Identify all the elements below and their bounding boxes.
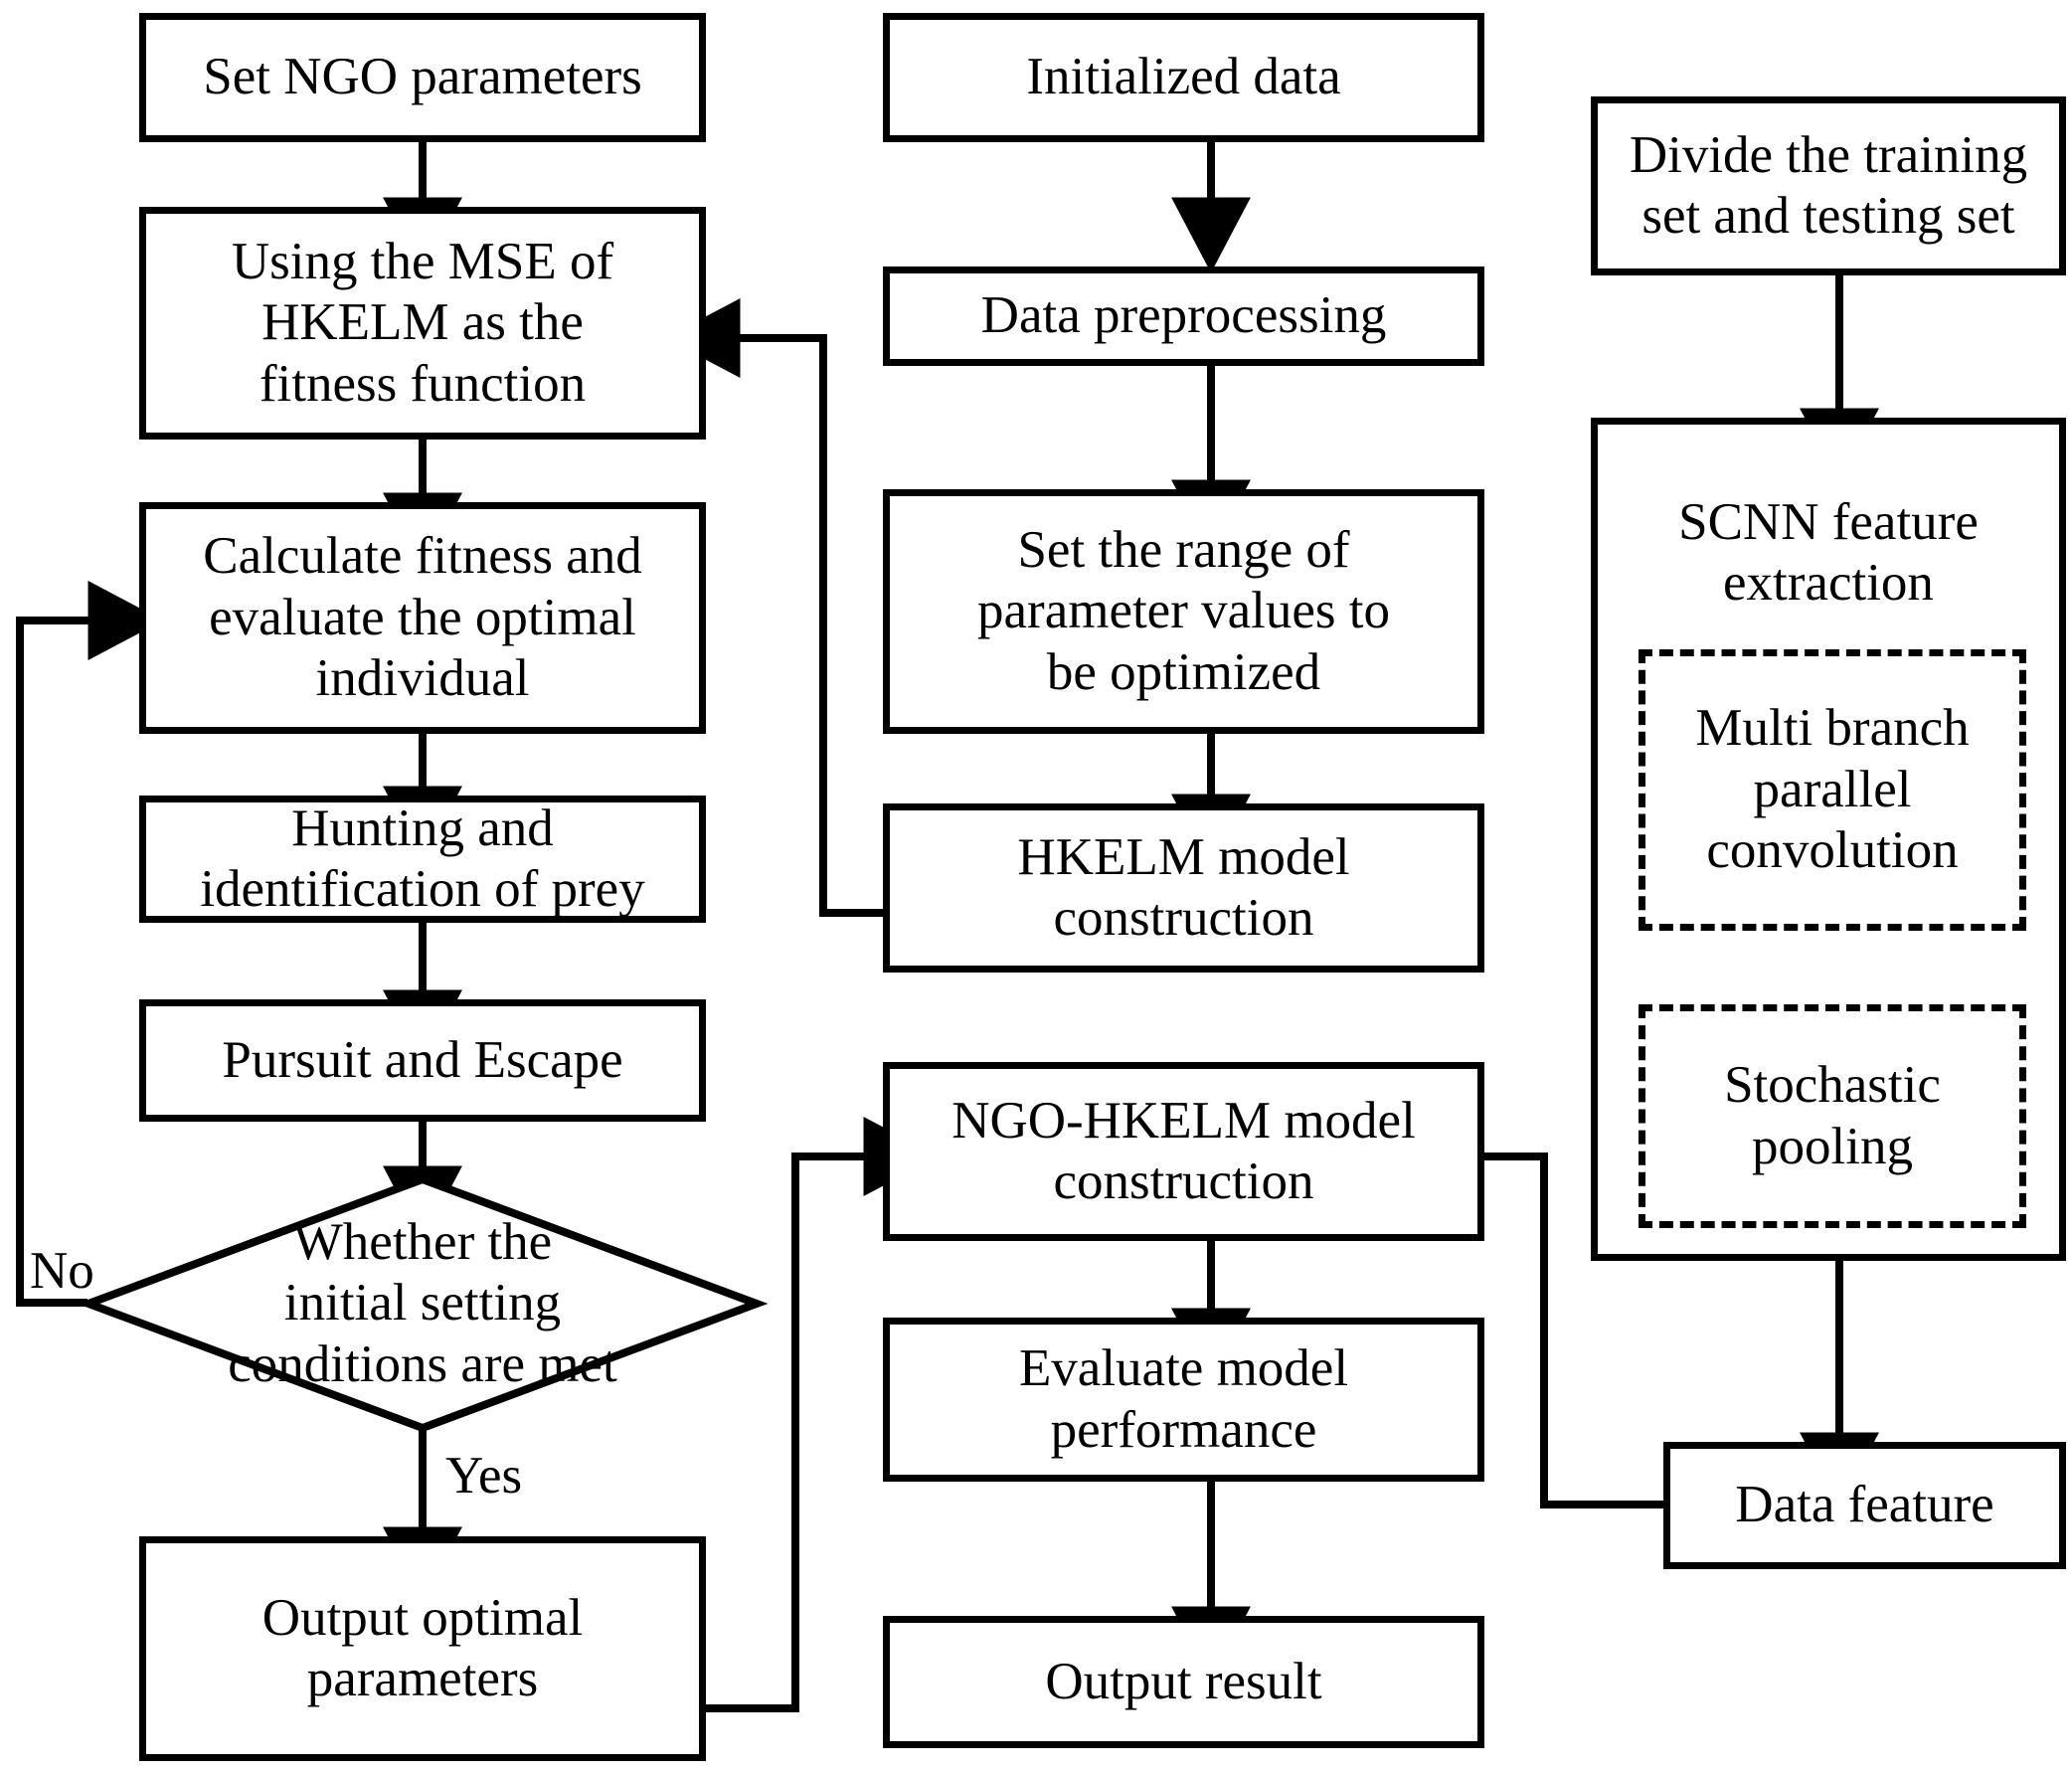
node-stochastic-pooling[interactable]: Stochastic pooling — [1639, 1004, 2026, 1228]
node-ngo-hkelm-model-construction[interactable]: NGO-HKELM model construction — [883, 1062, 1484, 1241]
node-divide-training-testing[interactable]: Divide the training set and testing set — [1591, 96, 2066, 275]
node-data-feature[interactable]: Data feature — [1663, 1442, 2066, 1569]
node-label: Hunting and identification of prey — [200, 798, 645, 918]
node-label: Using the MSE of HKELM as the fitness fu… — [231, 232, 614, 413]
node-label: Initialized data — [1026, 48, 1341, 106]
node-label: Whether the initial setting conditions a… — [228, 1212, 617, 1393]
node-hkelm-model-construction[interactable]: HKELM model construction — [883, 803, 1484, 973]
node-label: Output optimal parameters — [261, 1588, 584, 1707]
node-set-ngo-parameters[interactable]: Set NGO parameters — [139, 13, 706, 142]
node-label: Stochastic pooling — [1724, 1056, 1941, 1175]
node-label: HKELM model construction — [1017, 827, 1350, 947]
node-label: NGO-HKELM model construction — [951, 1091, 1416, 1210]
edge-label-no: No — [30, 1242, 94, 1300]
node-label: Set NGO parameters — [203, 48, 642, 106]
node-label: Output result — [1045, 1652, 1322, 1710]
node-multi-branch-parallel-convolution[interactable]: Multi branch parallel convolution — [1639, 649, 2026, 931]
node-decision-conditions-met[interactable]: Whether the initial setting conditions a… — [77, 1174, 769, 1433]
node-label: Pursuit and Escape — [222, 1030, 623, 1089]
node-label: Set the range of parameter values to be … — [977, 520, 1390, 701]
node-label: Divide the training set and testing set — [1629, 125, 2028, 245]
node-label: Data preprocessing — [980, 286, 1387, 345]
node-calculate-fitness[interactable]: Calculate fitness and evaluate the optim… — [139, 502, 706, 734]
node-output-result[interactable]: Output result — [883, 1616, 1484, 1748]
node-label: Calculate fitness and evaluate the optim… — [203, 527, 642, 708]
node-label: SCNN feature extraction — [1678, 493, 1979, 613]
node-output-optimal-parameters[interactable]: Output optimal parameters — [139, 1536, 706, 1761]
node-data-preprocessing[interactable]: Data preprocessing — [883, 266, 1484, 366]
node-label: Data feature — [1735, 1476, 1994, 1534]
node-evaluate-model-performance[interactable]: Evaluate model performance — [883, 1318, 1484, 1482]
edge-label-yes: Yes — [445, 1447, 523, 1505]
node-initialized-data[interactable]: Initialized data — [883, 13, 1484, 142]
node-pursuit-escape[interactable]: Pursuit and Escape — [139, 999, 706, 1122]
node-label: Evaluate model performance — [1018, 1339, 1349, 1459]
node-hunting-identification[interactable]: Hunting and identification of prey — [139, 796, 706, 923]
node-mse-fitness-function[interactable]: Using the MSE of HKELM as the fitness fu… — [139, 207, 706, 440]
edge-hkelm-to-mse — [664, 298, 883, 917]
node-set-range-parameters[interactable]: Set the range of parameter values to be … — [883, 489, 1484, 734]
node-label: Multi branch parallel convolution — [1695, 699, 1970, 880]
